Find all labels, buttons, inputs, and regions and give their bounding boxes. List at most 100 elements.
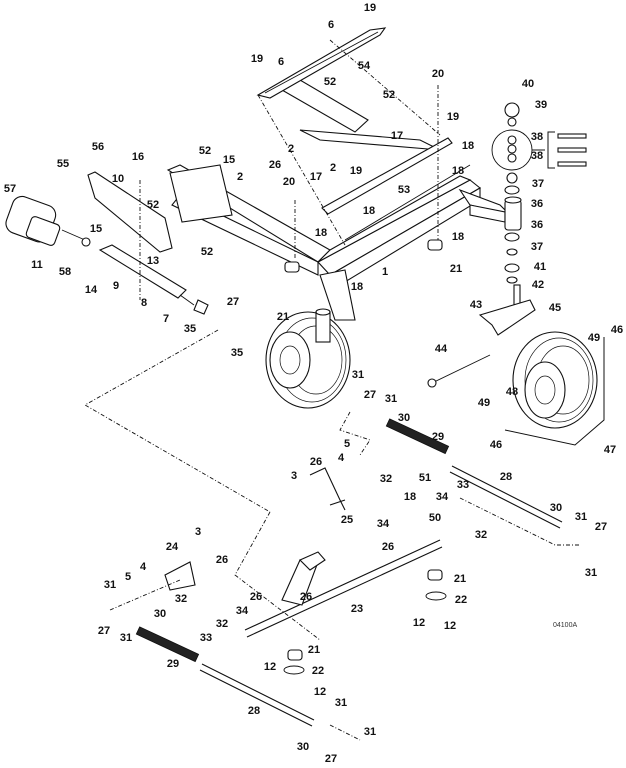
part-number-label: 19 [251, 53, 263, 65]
part-number-label: 19 [447, 111, 459, 123]
part-number-label: 15 [223, 154, 235, 166]
part-number-label: 32 [175, 593, 187, 605]
part-number-label: 34 [436, 491, 449, 503]
part-number-label: 18 [315, 227, 327, 239]
part-number-label: 30 [398, 412, 410, 424]
part-number-label: 24 [166, 541, 179, 553]
part-number-label: 26 [310, 456, 322, 468]
part-number-label: 20 [432, 68, 444, 80]
part-number-label: 52 [383, 89, 395, 101]
part-number-label: 22 [312, 665, 324, 677]
lift-bracket [87, 171, 209, 315]
part-number-label: 58 [59, 266, 71, 278]
part-number-label: 28 [248, 705, 260, 717]
part-number-label: 12 [413, 617, 425, 629]
part-number-label: 34 [377, 518, 390, 530]
part-number-label: 30 [297, 741, 309, 753]
part-number-label: 38 [531, 131, 543, 143]
part-number-label: 15 [90, 223, 102, 235]
part-number-label: 31 [364, 726, 376, 738]
part-number-label: 31 [104, 579, 116, 591]
part-number-label: 41 [534, 261, 546, 273]
part-number-label: 37 [531, 241, 543, 253]
part-number-label: 22 [455, 594, 467, 606]
part-number-label: 25 [341, 514, 353, 526]
part-number-label: 6 [278, 56, 284, 68]
caster-fork [427, 102, 587, 388]
part-number-label: 4 [140, 561, 147, 573]
part-number-label: 32 [475, 529, 487, 541]
part-number-label: 31 [120, 632, 132, 644]
part-number-label: 21 [308, 644, 320, 656]
part-number-label: 26 [269, 159, 281, 171]
part-number-label: 36 [531, 198, 543, 210]
part-number-label: 35 [184, 323, 196, 335]
part-number-label: 18 [363, 205, 375, 217]
part-number-label: 57 [4, 183, 16, 195]
part-number-label: 18 [351, 281, 363, 293]
part-number-label: 23 [351, 603, 363, 615]
part-number-label: 18 [452, 165, 464, 177]
part-number-label: 29 [167, 658, 179, 670]
right-wheel [504, 331, 605, 446]
part-number-label: 20 [283, 176, 295, 188]
part-number-label: 31 [385, 393, 397, 405]
part-number-label: 46 [490, 439, 502, 451]
part-number-label: 31 [575, 511, 587, 523]
main-frame [166, 79, 522, 321]
part-number-label: 18 [462, 140, 474, 152]
part-number-label: 55 [57, 158, 69, 170]
part-number-label: 31 [585, 567, 597, 579]
part-number-label: 1 [382, 266, 388, 278]
part-number-label: 17 [310, 171, 322, 183]
part-number-label: 4 [338, 452, 345, 464]
part-number-label: 3 [195, 526, 201, 538]
part-number-label: 12 [264, 661, 276, 673]
part-number-label: 21 [454, 573, 466, 585]
part-number-label: 12 [444, 620, 456, 632]
part-number-label: 19 [350, 165, 362, 177]
left-wheel [265, 308, 351, 409]
part-number-label: 16 [132, 151, 144, 163]
part-number-label: 27 [595, 521, 607, 533]
part-number-label: 49 [588, 332, 600, 344]
part-number-label: 30 [550, 502, 562, 514]
part-number-label: 26 [382, 541, 394, 553]
part-number-label: 31 [352, 369, 364, 381]
part-number-label: 47 [604, 444, 616, 456]
part-number-label: 6 [328, 19, 334, 31]
part-number-label: 53 [398, 184, 410, 196]
part-number-label: 28 [500, 471, 512, 483]
part-number-label: 18 [452, 231, 464, 243]
part-number-label: 38 [531, 150, 543, 162]
part-number-label: 52 [199, 145, 211, 157]
part-number-label: 54 [358, 60, 371, 72]
part-number-label: 27 [364, 389, 376, 401]
part-number-label: 51 [419, 472, 431, 484]
part-number-label: 50 [429, 512, 441, 524]
part-number-label: 13 [147, 255, 159, 267]
part-number-label: 40 [522, 78, 534, 90]
drawing-code: 04100A [553, 622, 577, 629]
part-number-label: 36 [531, 219, 543, 231]
part-number-label: 26 [216, 554, 228, 566]
part-number-label: 32 [380, 473, 392, 485]
part-number-label: 31 [335, 697, 347, 709]
part-number-label: 26 [300, 591, 312, 603]
guide-lines [84, 39, 580, 741]
actuator [5, 195, 91, 247]
part-number-label: 18 [404, 491, 416, 503]
part-number-label: 49 [478, 397, 490, 409]
part-number-label: 42 [532, 279, 544, 291]
part-number-label: 44 [435, 343, 448, 355]
part-number-label: 48 [506, 386, 518, 398]
part-number-label: 46 [611, 324, 623, 336]
part-number-label: 27 [325, 753, 337, 765]
part-number-label: 27 [227, 296, 239, 308]
part-number-label: 10 [112, 173, 124, 185]
part-number-label: 14 [85, 284, 98, 296]
part-number-label: 45 [549, 302, 561, 314]
part-number-label: 8 [141, 297, 147, 309]
